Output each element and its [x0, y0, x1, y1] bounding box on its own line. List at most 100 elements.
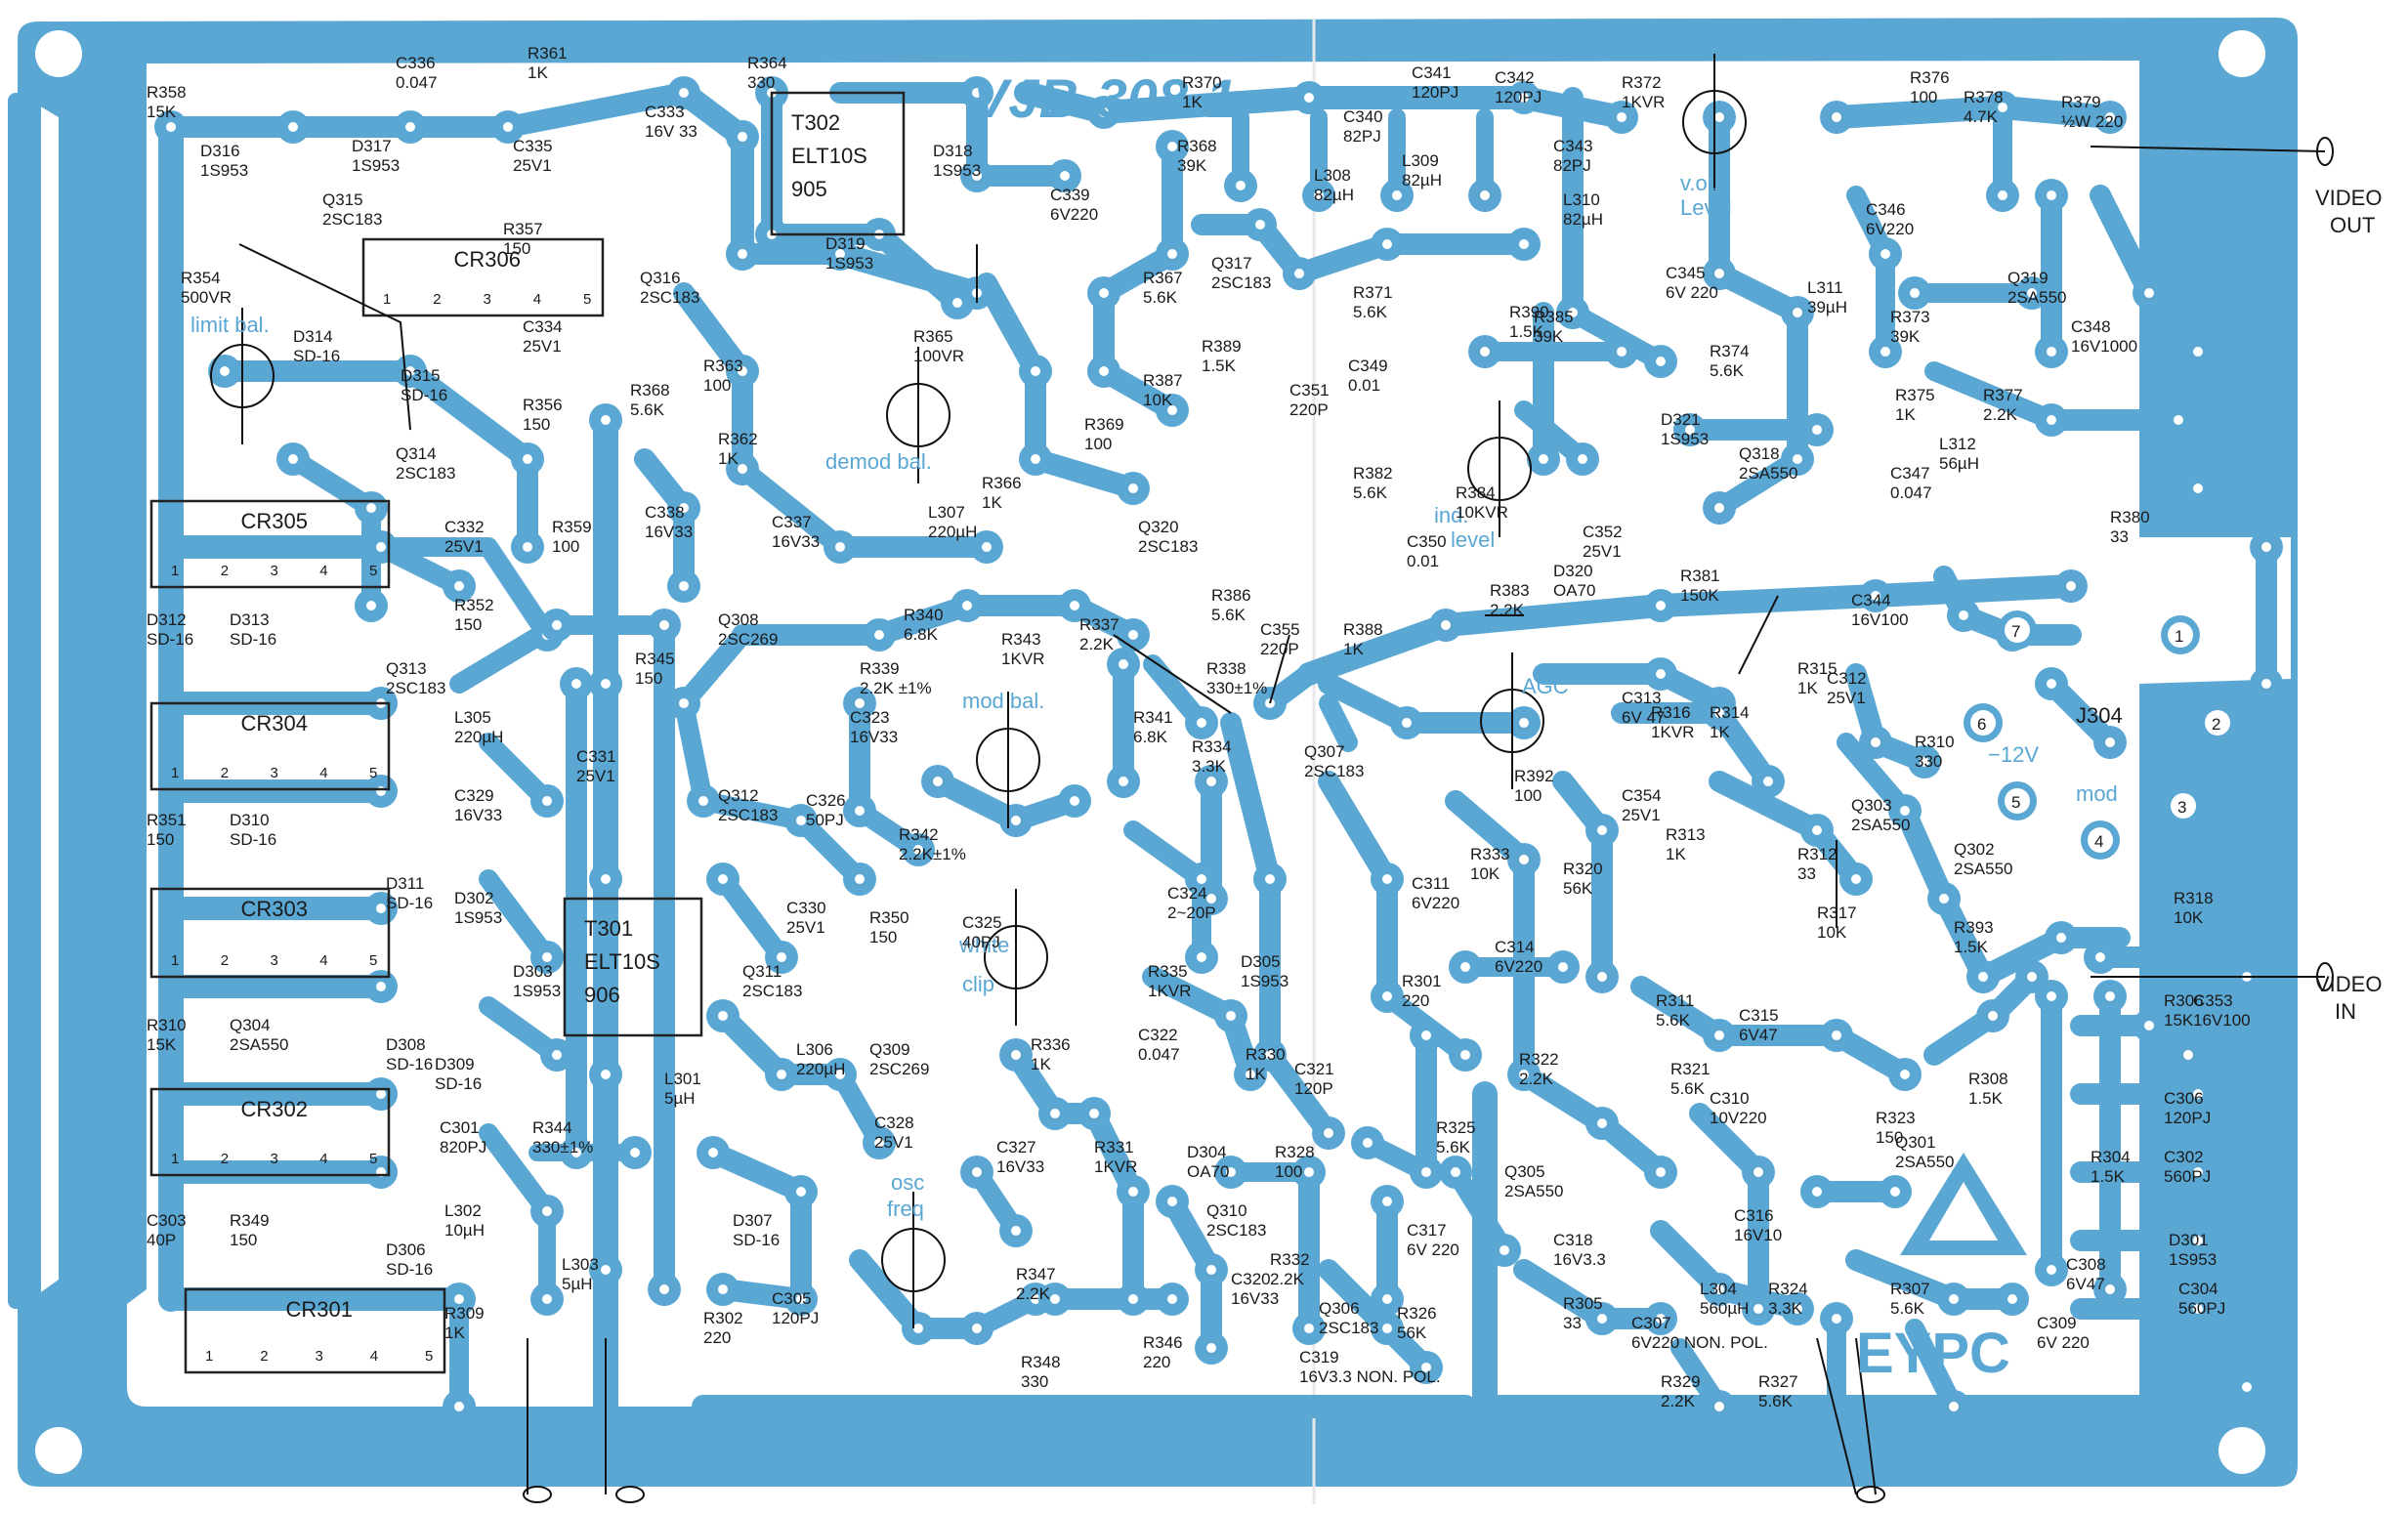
j304-pin-number: 6 — [1977, 715, 1986, 734]
adj-vout-level: Level — [1680, 195, 1732, 220]
adj-vout: v.out — [1680, 171, 1725, 195]
cr-module-pin: 2 — [260, 1348, 268, 1365]
adj-ind-level: level — [1451, 527, 1495, 552]
mount-hole-top-left — [35, 30, 82, 77]
j304-pin: 7 — [1998, 610, 2037, 650]
j304-pin-number: 3 — [2177, 798, 2186, 817]
cr-module-pin: 5 — [369, 563, 377, 579]
j304-pin-number: 1 — [2175, 627, 2183, 646]
mount-hole-bottom-left — [35, 1427, 82, 1474]
adj-mod-bal: mod bal. — [962, 689, 1044, 713]
j304-pin-number: 7 — [2011, 622, 2020, 641]
j304-label: J304 — [2076, 703, 2123, 728]
mount-hole-bottom-right — [2218, 1427, 2265, 1474]
cr-module-pin: 2 — [221, 765, 229, 781]
cr-module-pin: 3 — [271, 952, 278, 969]
cr-module-pin: 3 — [271, 1151, 278, 1167]
maker-logo: EYPC — [1856, 1322, 2010, 1385]
adj-ind: ind. — [1434, 503, 1468, 527]
board-frame — [8, 18, 2298, 1504]
adjustment-pots — [210, 54, 1747, 1328]
j304-pin: 4 — [2081, 820, 2120, 860]
adj-limit-bal: limit bal. — [190, 313, 270, 337]
cr-module-name: CR305 — [241, 509, 308, 533]
j304-pin: 1 — [2161, 615, 2200, 654]
cr-module-pin: 5 — [369, 1151, 377, 1167]
cr-module-name: CR302 — [241, 1097, 308, 1121]
